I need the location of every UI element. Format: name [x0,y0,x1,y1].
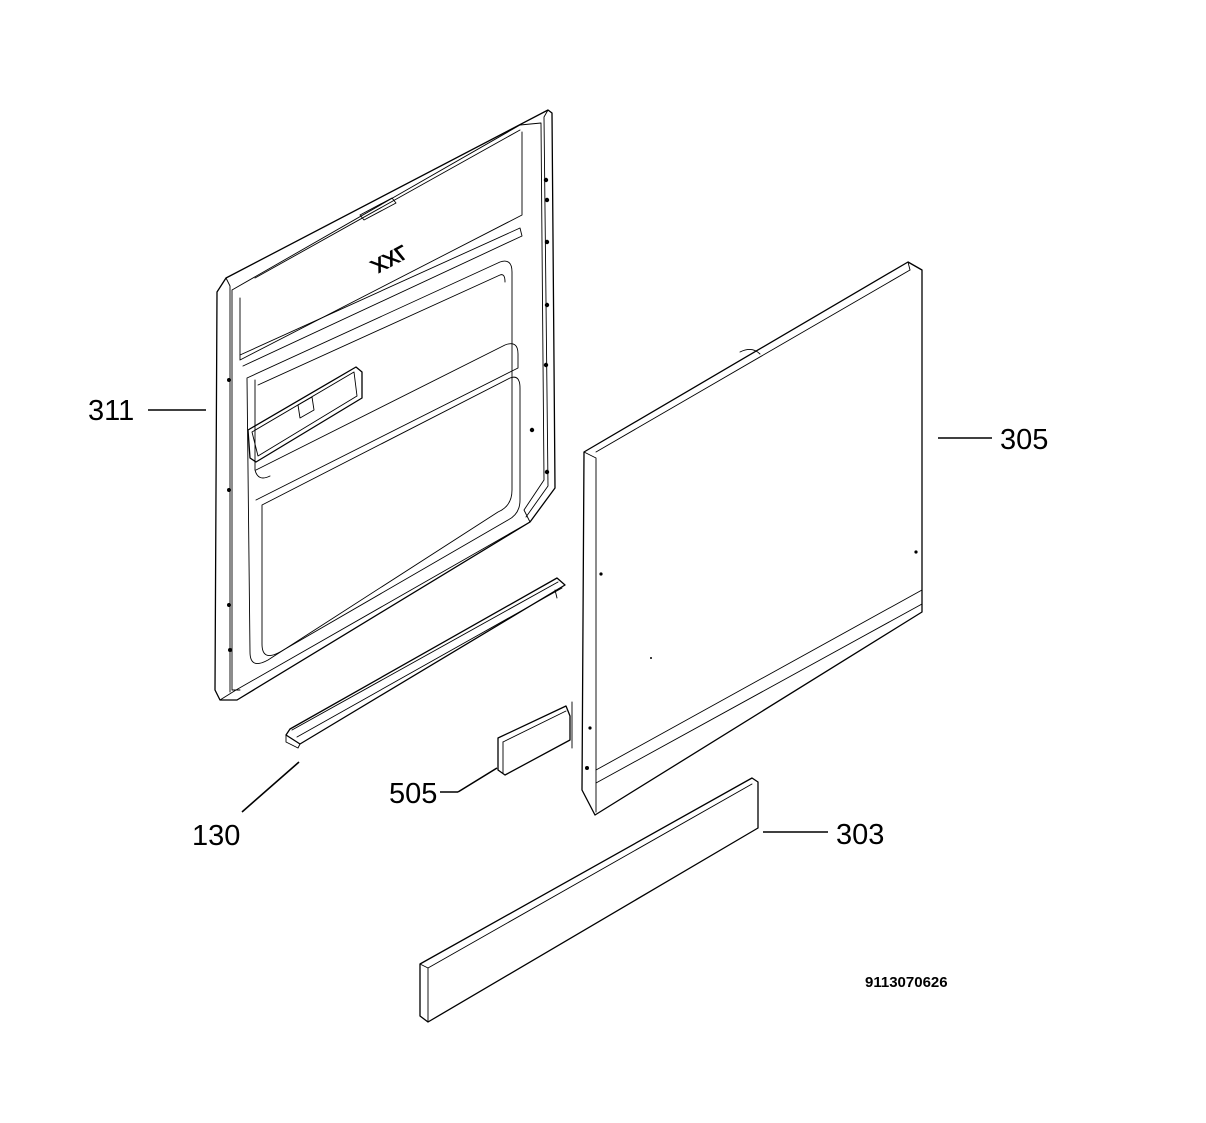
outer-door-panel-part[interactable] [581,261,923,816]
bottom-seal-part[interactable] [285,577,566,749]
leader-130 [241,761,300,813]
callout-311: 311 [88,395,134,427]
callout-130: 130 [192,820,240,852]
leader-505-angle [457,767,498,793]
small-bracket-part[interactable] [497,701,573,776]
inner-door-part[interactable]: XXL [214,109,556,701]
callout-505: 505 [389,778,437,810]
callout-305: 305 [1000,424,1048,456]
callout-303: 303 [836,819,884,851]
document-number: 9113070626 [865,974,948,991]
kick-plate-part[interactable] [419,777,759,1023]
